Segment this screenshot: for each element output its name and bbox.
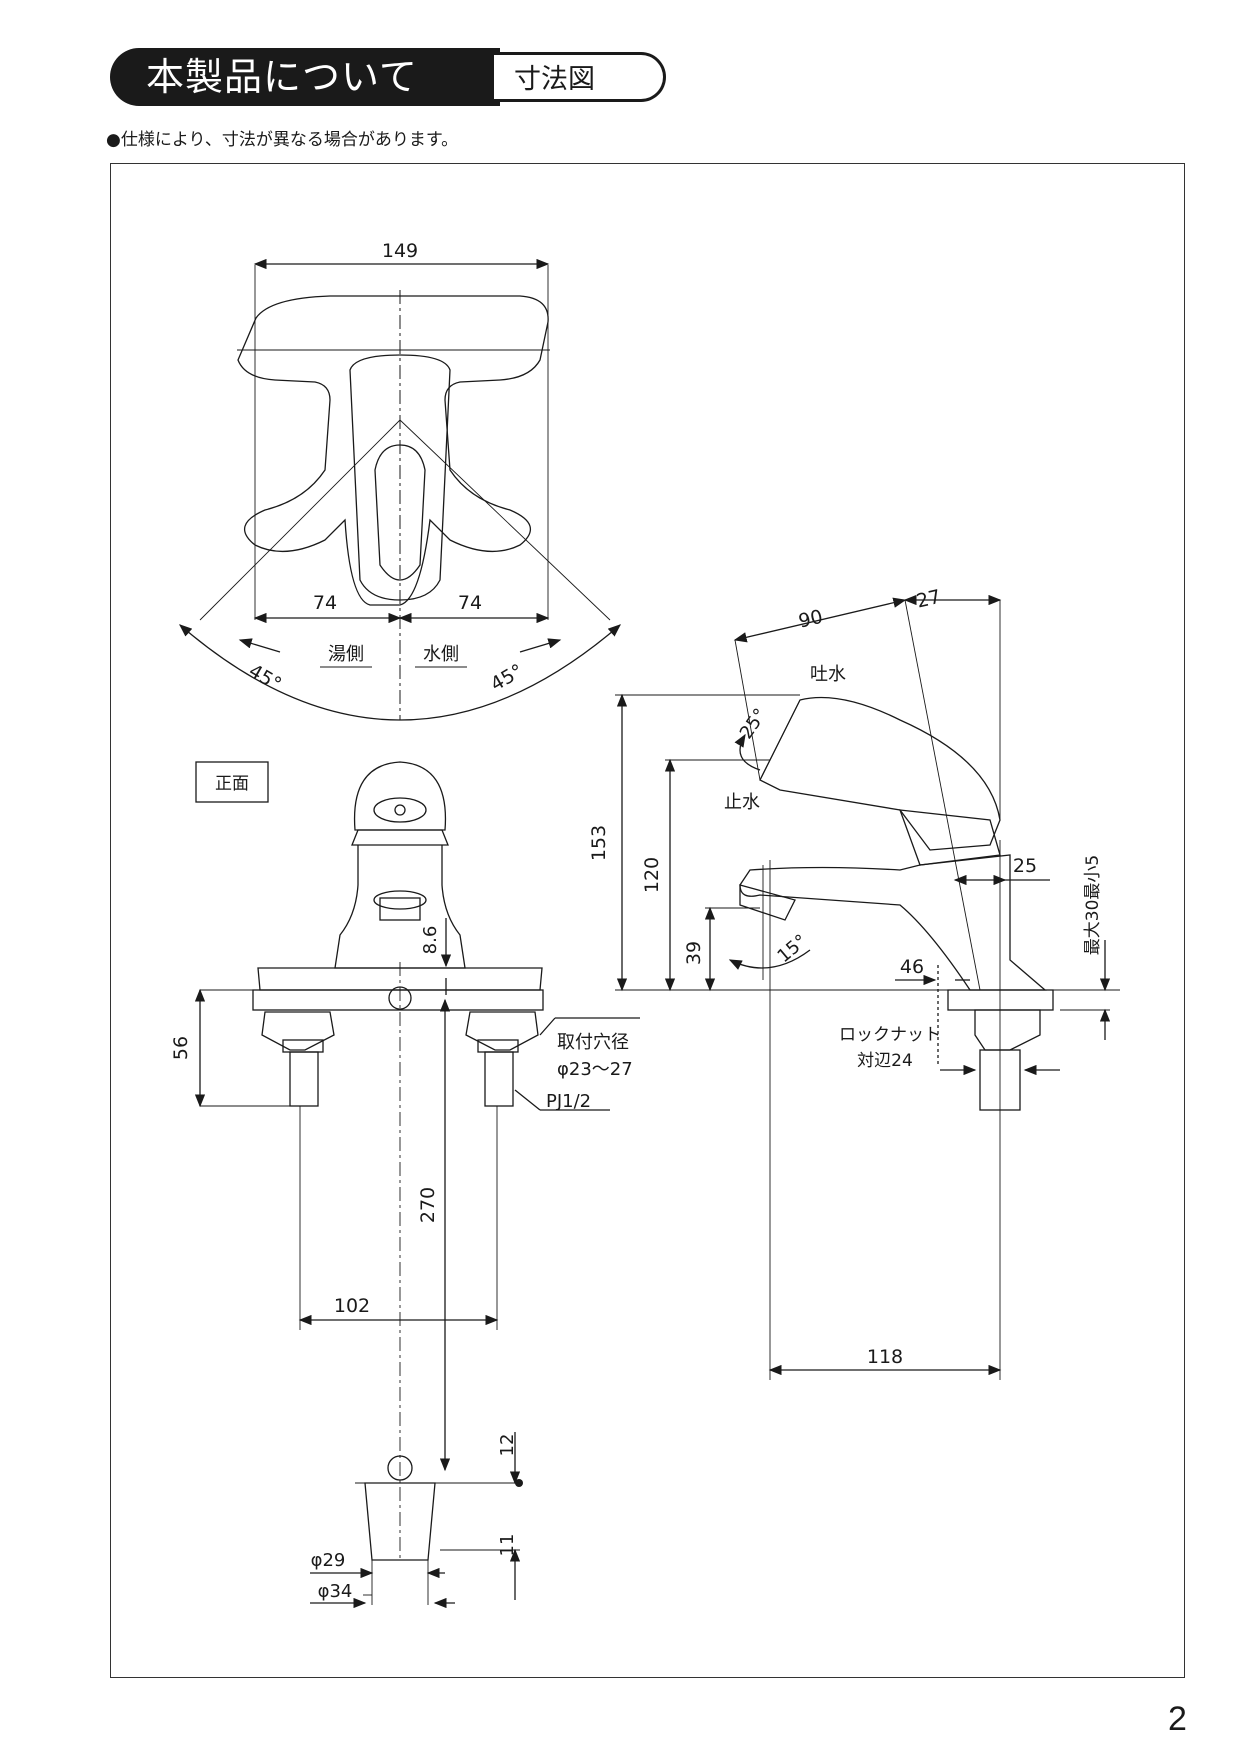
pipe-label: PJ1/2 — [546, 1091, 591, 1112]
dim-25: 25 — [1013, 855, 1037, 877]
spout-off-label: 止水 — [724, 792, 760, 813]
dim-153: 153 — [588, 825, 610, 861]
dim-120: 120 — [641, 857, 663, 893]
dim-39: 39 — [683, 941, 705, 965]
drawing-frame — [110, 163, 1185, 1678]
thickness-range: 最大30最小5 — [1083, 855, 1103, 955]
hot-side-label: 湯側 — [328, 644, 364, 665]
dim-118: 118 — [867, 1346, 903, 1368]
dim-8-6: 8.6 — [420, 926, 441, 955]
section-title: 本製品について — [110, 48, 500, 106]
angle-25: 25° — [736, 705, 772, 743]
front-view-drawing — [194, 761, 640, 1609]
dim-11: 11 — [497, 1534, 518, 1557]
angle-15: 15° — [773, 930, 811, 967]
dim-27: 27 — [914, 586, 943, 613]
dim-90: 90 — [796, 606, 825, 633]
spout-on-label: 吐水 — [810, 664, 846, 685]
dim-149: 149 — [382, 240, 418, 262]
hole-value: φ23～27 — [557, 1059, 633, 1080]
page-number: 2 — [1168, 1700, 1187, 1738]
angle-45-left: 45° — [245, 660, 285, 696]
dim-74-left: 74 — [313, 592, 337, 614]
front-view-label: 正面 — [215, 774, 249, 794]
locknut-label: ロックナット — [839, 1025, 941, 1045]
dim-56: 56 — [170, 1036, 192, 1060]
angle-45-right: 45° — [487, 660, 527, 696]
section-subtitle: 寸法図 — [494, 52, 666, 102]
dim-46: 46 — [900, 956, 924, 978]
hole-label: 取付穴径 — [557, 1032, 629, 1053]
dim-12: 12 — [497, 1434, 518, 1457]
dim-270: 270 — [417, 1187, 439, 1223]
locknut-value: 対辺24 — [857, 1051, 913, 1071]
side-view-drawing — [615, 594, 1120, 1380]
cold-side-label: 水側 — [423, 644, 459, 665]
section-header: 本製品について 寸法図 — [110, 48, 666, 106]
dim-102: 102 — [334, 1295, 370, 1317]
top-view-drawing — [179, 258, 621, 721]
dim-phi34: φ34 — [318, 1581, 353, 1602]
dim-phi29: φ29 — [311, 1550, 346, 1571]
spec-note: ●仕様により、寸法が異なる場合があります。 — [106, 130, 459, 150]
dim-74-right: 74 — [458, 592, 482, 614]
